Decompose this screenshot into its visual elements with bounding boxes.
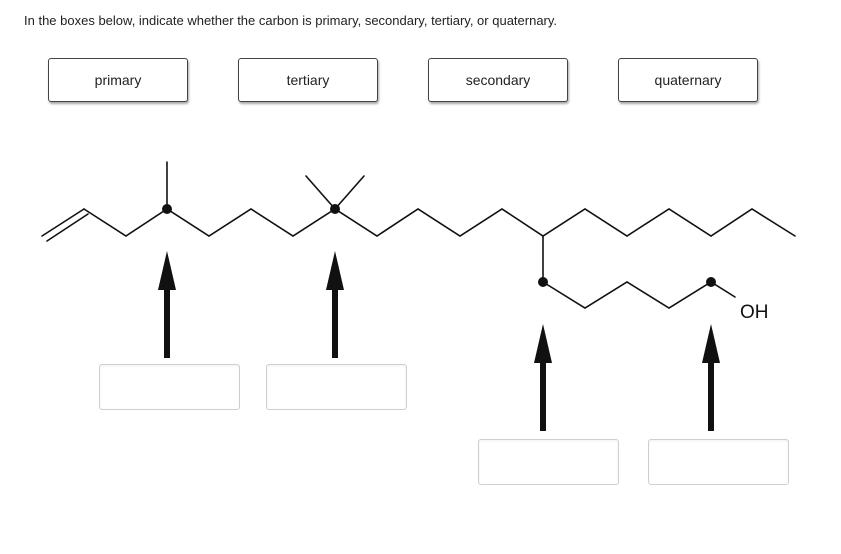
pointer-arrows — [158, 251, 720, 431]
highlighted-carbons — [162, 204, 716, 287]
arrow-4 — [702, 324, 720, 431]
drop-zone-3[interactable] — [478, 439, 619, 485]
arrow-1 — [158, 251, 176, 358]
carbon-marker-1 — [162, 204, 172, 214]
drop-zone-1[interactable] — [99, 364, 240, 410]
question-instruction: In the boxes below, indicate whether the… — [24, 13, 558, 28]
answer-chip-tertiary[interactable]: tertiary — [238, 58, 378, 102]
drop-zone-2[interactable] — [266, 364, 407, 410]
drop-zone-4[interactable] — [648, 439, 789, 485]
arrow-3 — [534, 324, 552, 431]
answer-chip-primary[interactable]: primary — [48, 58, 188, 102]
hydroxyl-label: OH — [740, 302, 769, 323]
answer-chip-quaternary[interactable]: quaternary — [618, 58, 758, 102]
carbon-marker-4 — [706, 277, 716, 287]
carbon-marker-3 — [538, 277, 548, 287]
arrow-2 — [326, 251, 344, 358]
skeletal-bonds — [41, 161, 796, 309]
answer-chip-secondary[interactable]: secondary — [428, 58, 568, 102]
carbon-marker-2 — [330, 204, 340, 214]
